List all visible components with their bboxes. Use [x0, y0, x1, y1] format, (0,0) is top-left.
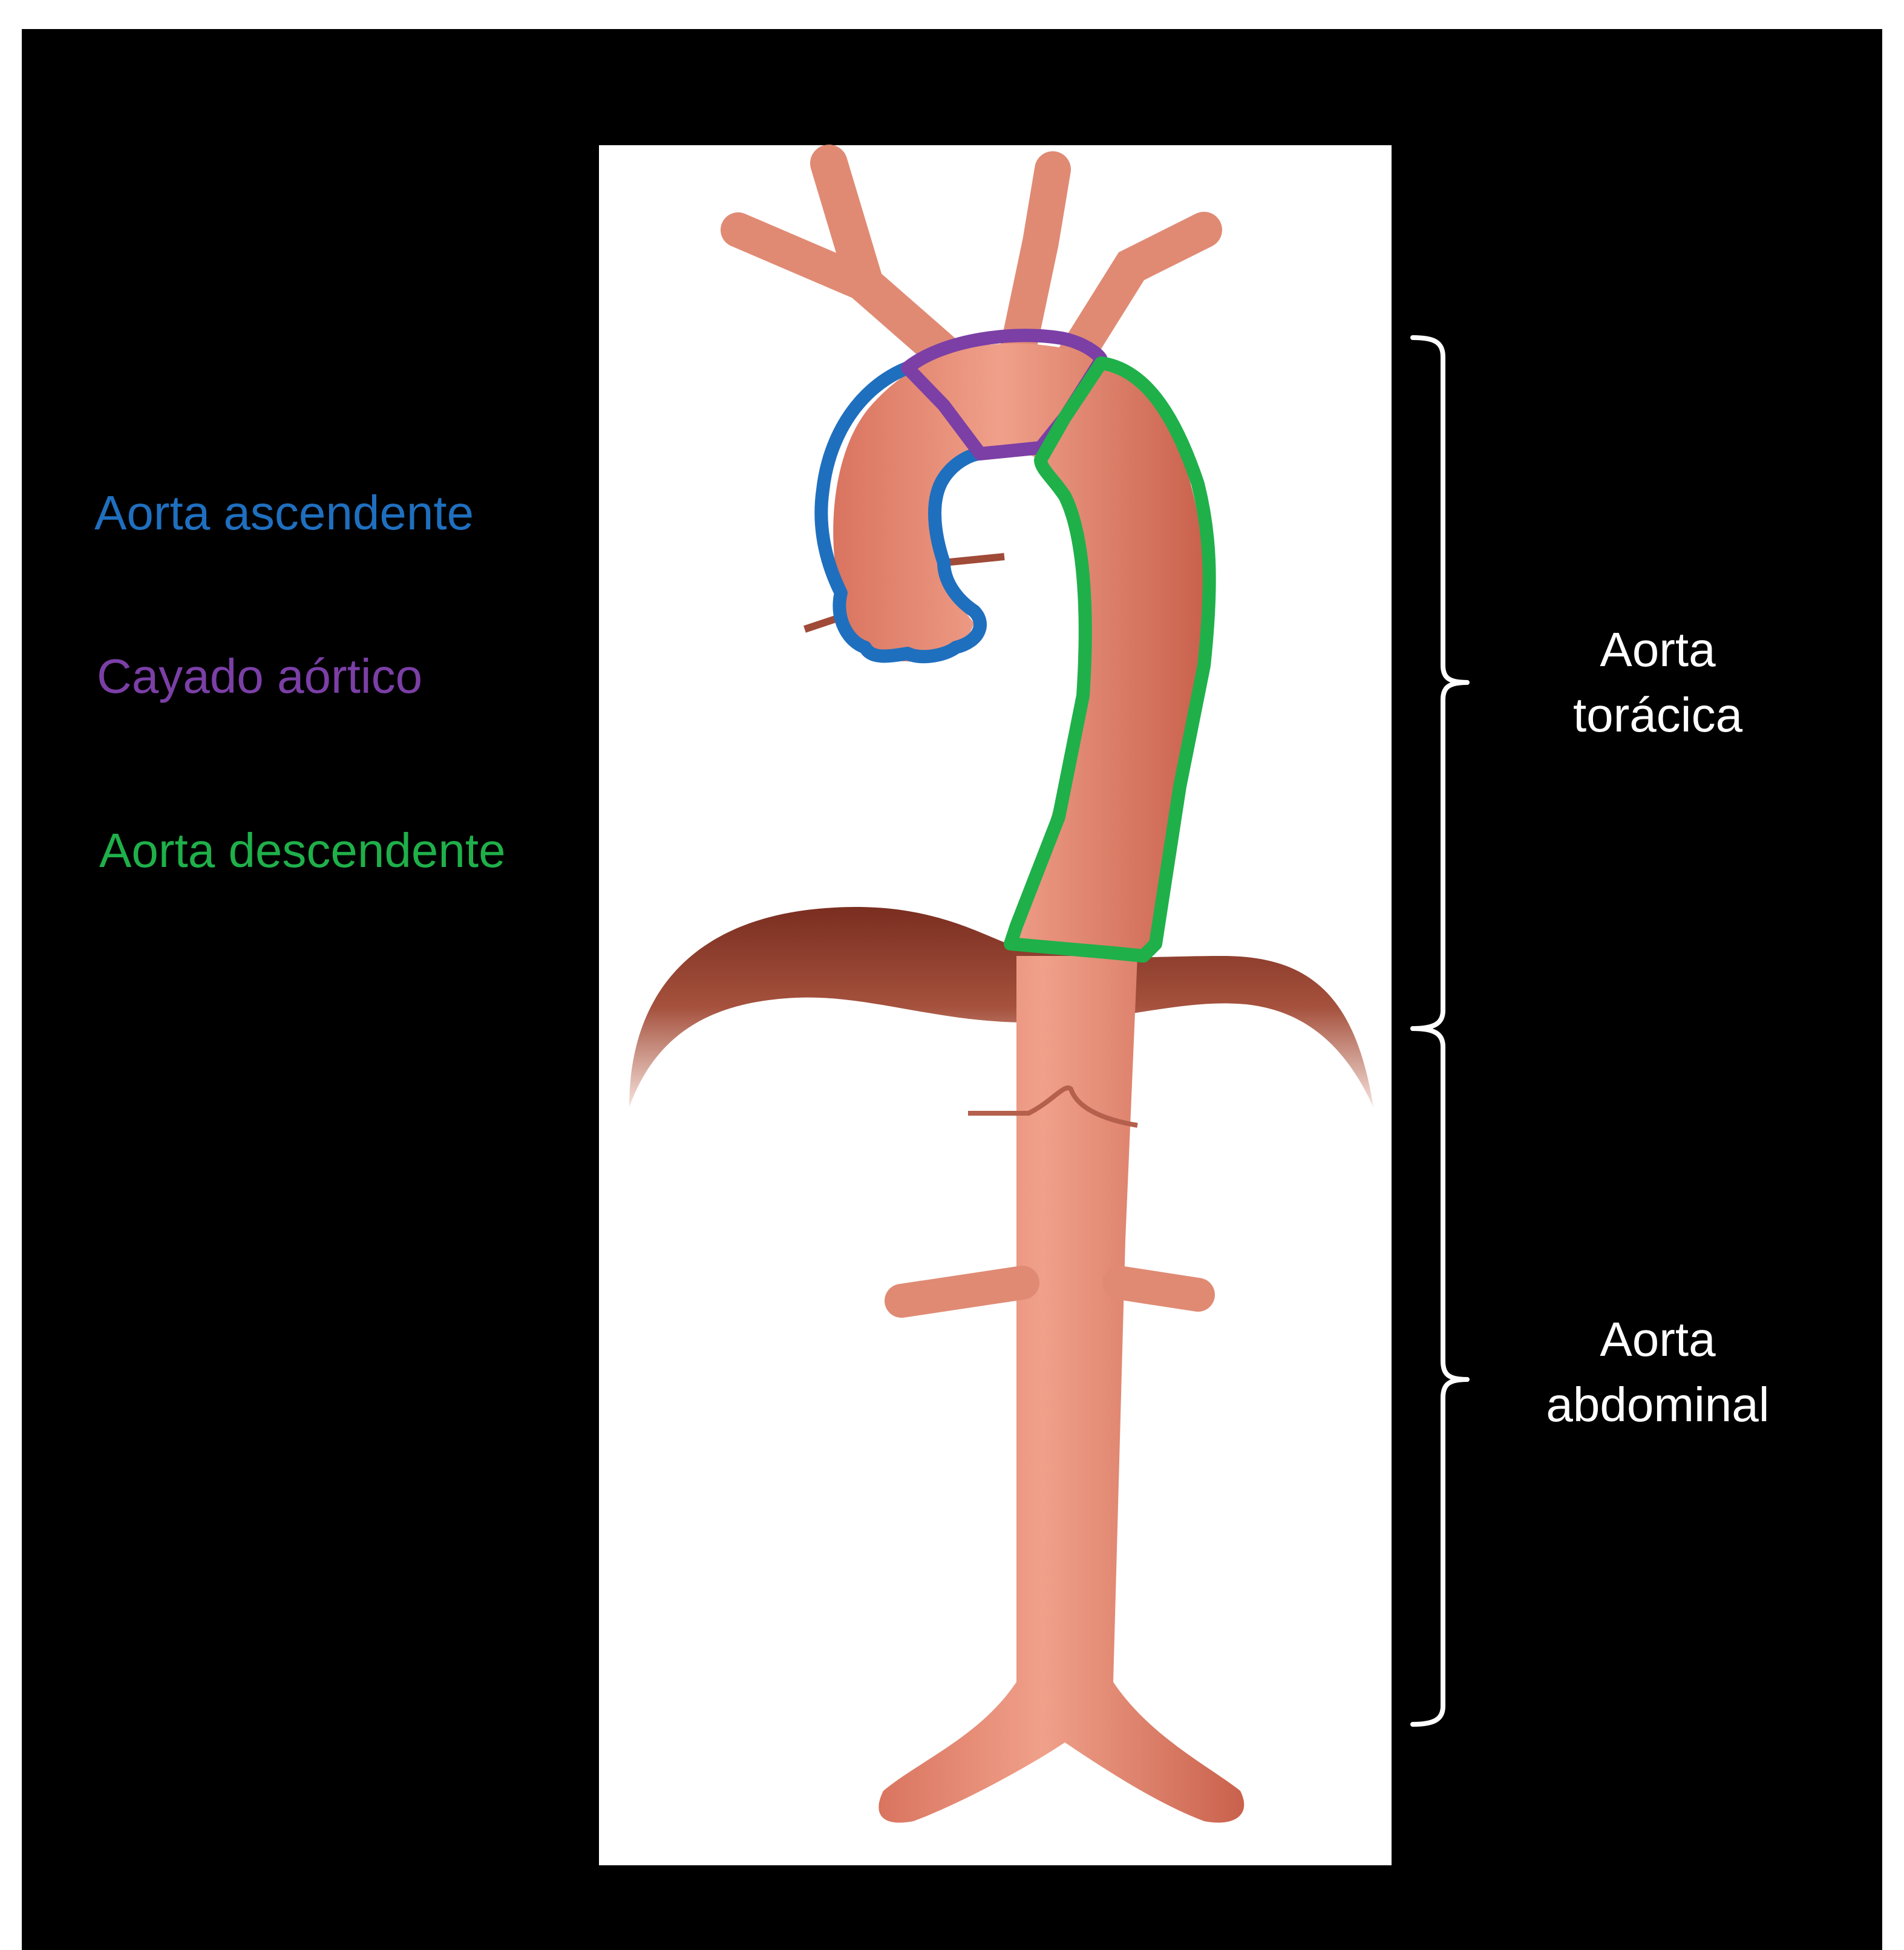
legend-ascending-aorta: Aorta ascendente — [94, 489, 474, 537]
legend-arch-label: Cayado aórtico — [97, 649, 422, 703]
thoracic-aorta-label: Aorta torácica — [1513, 617, 1803, 748]
curly-brace-icon — [1413, 338, 1467, 1724]
thoracic-line-2: torácica — [1513, 682, 1803, 748]
legend-descending-aorta: Aorta descendente — [99, 826, 506, 875]
legend-aortic-arch: Cayado aórtico — [97, 652, 422, 701]
abdominal-aorta-label: Aorta abdominal — [1513, 1307, 1803, 1438]
abdominal-line-2: abdominal — [1513, 1372, 1803, 1438]
thoracic-line-1: Aorta — [1513, 617, 1803, 682]
abdominal-bracket — [1413, 1029, 1467, 1724]
legend-descending-label: Aorta descendente — [99, 823, 506, 877]
abdominal-line-1: Aorta — [1513, 1307, 1803, 1372]
legend-ascending-label: Aorta ascendente — [94, 486, 474, 540]
thoracic-bracket — [1413, 338, 1467, 1029]
